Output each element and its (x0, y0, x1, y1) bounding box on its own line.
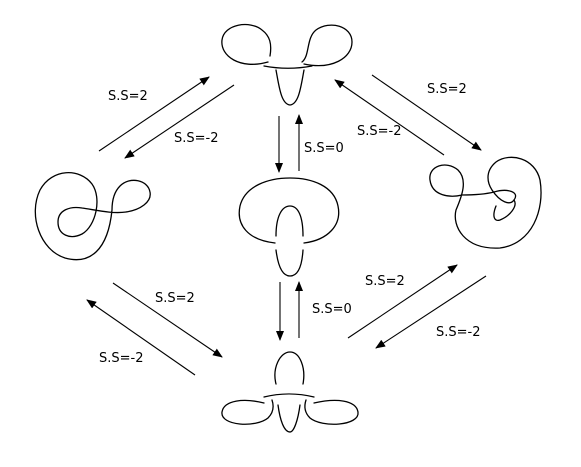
arrow-bottom-to-right (347, 264, 458, 339)
arrow-top-to-left (124, 84, 235, 159)
arrow-right-to-bottom (375, 275, 487, 349)
arrows (86, 74, 487, 376)
label-bottom-right-up: S.S=2 (365, 274, 405, 289)
knot-diagram-left (34, 172, 151, 261)
arrow-left-to-top (98, 76, 210, 152)
arrow-bottom-to-left (86, 299, 196, 376)
knot-diagram-bottom (221, 351, 359, 433)
arrow-left-to-bottom (112, 282, 223, 358)
knot-diagram-right (429, 156, 542, 249)
label-top-right-down: S.S=2 (427, 82, 467, 97)
label-center-bottom: S.S=0 (312, 302, 352, 317)
label-top-left-down: S.S=-2 (174, 131, 219, 146)
knot-diagram-top (221, 23, 353, 106)
arrow-right-to-top (334, 79, 445, 156)
label-center-top: S.S=0 (304, 141, 344, 156)
label-top-left-up: S.S=2 (108, 89, 148, 104)
label-bottom-left-up: S.S=-2 (99, 351, 144, 366)
label-bottom-right-down: S.S=-2 (436, 325, 481, 340)
knot-diagram-center (238, 177, 340, 277)
label-top-right-up: S.S=-2 (357, 124, 402, 139)
label-bottom-left-down: S.S=2 (155, 291, 195, 306)
arrow-top-to-right (371, 74, 482, 151)
labels: S.S=2 S.S=-2 S.S=2 S.S=-2 S.S=0 S.S=0 S.… (99, 82, 481, 366)
